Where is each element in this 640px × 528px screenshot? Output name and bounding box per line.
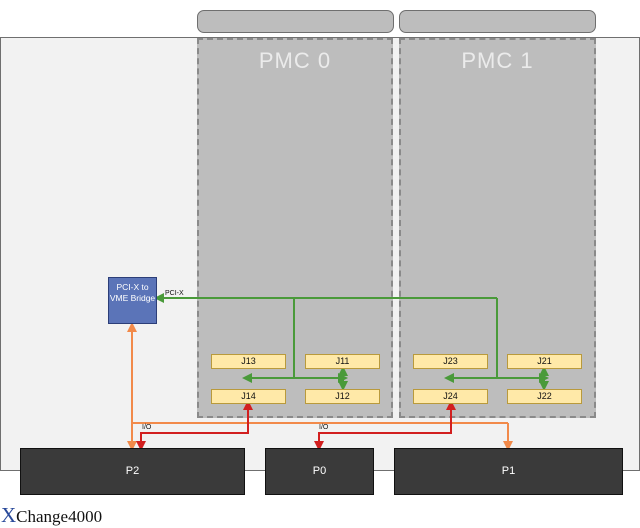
connector-j22: J22 xyxy=(507,389,582,404)
io-label-p0: I/O xyxy=(319,424,329,431)
io-lines xyxy=(136,400,456,451)
pmc1-label: PMC 1 xyxy=(461,48,534,73)
pmc0-bezel xyxy=(197,10,394,33)
connector-j23: J23 xyxy=(413,354,488,369)
connector-j21: J21 xyxy=(507,354,582,369)
connector-j14: J14 xyxy=(211,389,286,404)
pcix-vme-bridge: PCI-X to VME Bridge xyxy=(108,277,157,324)
product-name-rest: Change4000 xyxy=(16,507,103,526)
pcix-lines xyxy=(154,293,549,391)
product-name: XChange4000 xyxy=(1,503,102,528)
connector-j13: J13 xyxy=(211,354,286,369)
connector-j11: J11 xyxy=(305,354,380,369)
io-label-p2: I/O xyxy=(142,424,152,431)
connector-j24: J24 xyxy=(413,389,488,404)
backplane-p2: P2 xyxy=(20,448,245,495)
product-name-initial: X xyxy=(1,503,17,527)
pmc1-bezel xyxy=(399,10,596,33)
connector-j12: J12 xyxy=(305,389,380,404)
pmc0-label: PMC 0 xyxy=(258,48,332,73)
backplane-p1: P1 xyxy=(394,448,623,495)
backplane-p0: P0 xyxy=(265,448,374,495)
pcix-bus-label: PCI-X xyxy=(165,290,184,297)
